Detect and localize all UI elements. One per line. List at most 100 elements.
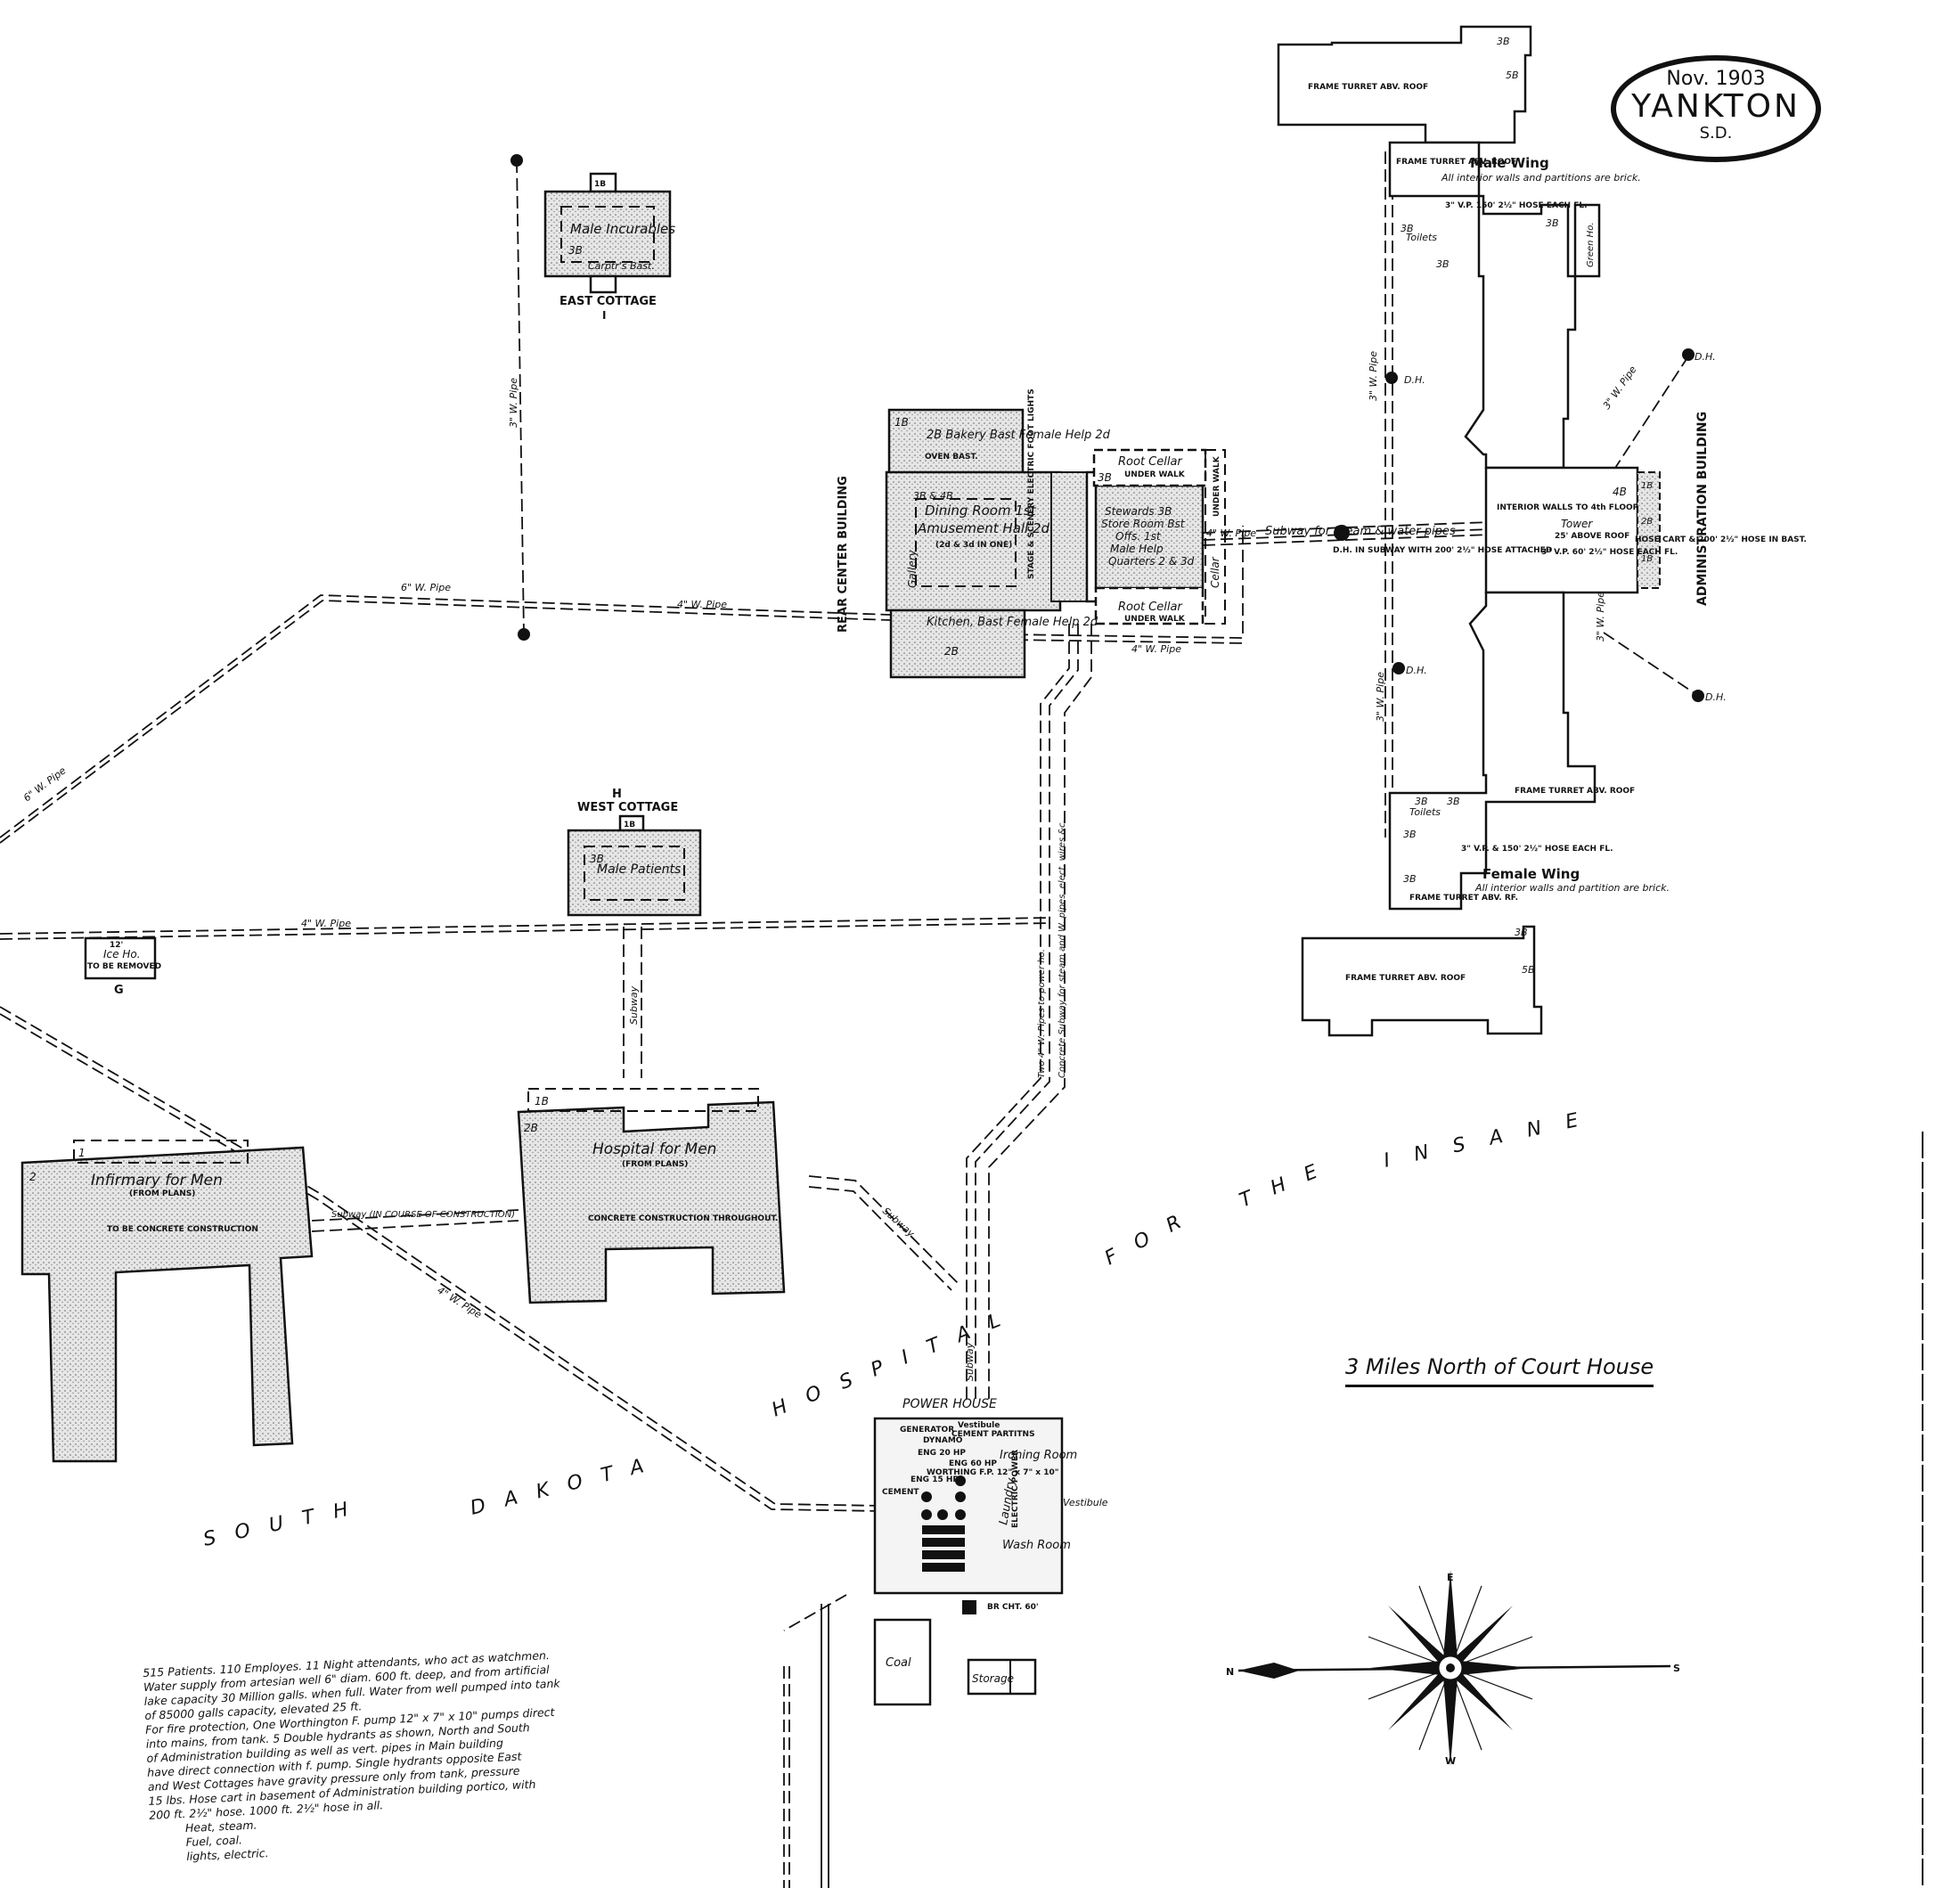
female-wing-toilets: Toilets	[1409, 806, 1441, 818]
label-subway-power: Subway	[964, 1342, 976, 1381]
label-3in-pipe-ne: 3" W. Pipe	[1601, 364, 1639, 411]
hydrant-icon	[510, 154, 523, 167]
west-cottage: H WEST COTTAGE 3B Male Patients 1B	[567, 788, 702, 917]
male-wing-floor-3b-3: 3B	[1546, 217, 1559, 229]
compass-rose: N S E W	[1226, 1570, 1680, 1767]
label-main-subway: Subway for Steam & water pipes	[1265, 525, 1456, 538]
hydrant-in-subway-icon	[1334, 525, 1350, 541]
label-subway-hospital: Subway	[880, 1206, 917, 1240]
west-cottage-porch: 1B	[624, 821, 635, 830]
stewards-line-2: Store Room Bst	[1101, 518, 1186, 530]
portico-note: HOSE CART & 200' 2½" HOSE IN BAST.	[1635, 535, 1807, 544]
infirmary-floors: 2	[29, 1171, 37, 1183]
rear-center-1b: 1B	[894, 416, 909, 429]
hydrant-icon	[1392, 662, 1405, 674]
power-eng-60: ENG 60 HP	[949, 1459, 997, 1468]
admin-tower-note: 25' ABOVE ROOF	[1555, 532, 1629, 541]
stewards-line-3: Offs. 1st	[1115, 530, 1162, 543]
main-building: FRAME TURRET ABV. ROOF 5B 3B FRAME TURRE…	[1277, 25, 1807, 1037]
admin-name: ADMINISTRATION BUILDING	[1695, 412, 1710, 606]
stamp-city: YANKTON	[1631, 88, 1801, 125]
rear-center-stage: STAGE & SCENERY ELECTRIC FOOT LIGHTS	[1027, 388, 1036, 579]
east-cottage-floors: 3B	[568, 244, 583, 257]
rear-center-kitchen-floors: 2B	[944, 645, 959, 658]
hospital-men-wing: 1B	[535, 1095, 549, 1107]
rear-center-amusement-note: (2d & 3d IN ONE)	[935, 541, 1012, 550]
label-concrete-subway: Concrete Subway for steam and W. pipes, …	[1058, 820, 1067, 1078]
portico-1b-bottom: 1B	[1641, 554, 1653, 564]
power-cement-partitions: CEMENT PARTITNS	[951, 1430, 1035, 1439]
east-cottage-use: Male Incurables	[570, 221, 675, 237]
root-cellar-south: Root Cellar	[1118, 601, 1183, 614]
ice-house-note: TO BE REMOVED	[87, 962, 161, 971]
female-wing-floor-3b-1: 3B	[1415, 796, 1428, 807]
label-two-pipes: Two 4" W. Pipes to power ho.	[1037, 949, 1047, 1078]
coal-shed: Coal	[873, 1618, 932, 1706]
stewards-line-1: Stewards 3B	[1105, 505, 1172, 518]
rear-center-gallery: Gallery	[906, 549, 919, 588]
male-wing-hose: 3" V.P. 150' 2½" HOSE EACH FL.	[1445, 200, 1588, 210]
hospital-men-note: (FROM PLANS)	[622, 1160, 688, 1169]
compass-e: E	[1447, 1572, 1454, 1583]
east-cottage-name: EAST COTTAGE	[559, 295, 657, 308]
storage-label: Storage	[972, 1672, 1014, 1685]
compass-n: N	[1226, 1666, 1234, 1678]
title-word-the: THE	[1237, 1153, 1341, 1213]
label-dh-4: D.H.	[1705, 691, 1727, 703]
male-wing-toilets: Toilets	[1406, 232, 1437, 243]
power-ironing: Ironing Room	[1000, 1449, 1077, 1462]
female-wing-floor-5b: 5B	[1522, 964, 1535, 976]
title-word-insane: INSANE	[1382, 1104, 1605, 1172]
storage-shed: Storage	[967, 1658, 1037, 1696]
ice-house: 12' Ice Ho. TO BE REMOVED G	[84, 936, 161, 997]
female-wing-hose: 3" V.P. & 150' 2½" HOSE EACH FL.	[1461, 844, 1613, 854]
stewards-line-5: Quarters 2 & 3d	[1108, 555, 1195, 568]
portico-2b: 2B	[1641, 517, 1653, 527]
female-wing-floor-3b-2: 3B	[1447, 796, 1460, 807]
male-wing-floor-3b-2: 3B	[1436, 258, 1450, 270]
admin-floors: 4B	[1613, 486, 1627, 498]
power-vestibule-east: Vestibule	[1063, 1497, 1108, 1508]
infirmary-wing: 1	[78, 1147, 86, 1159]
stewards-line-4: Male Help	[1110, 543, 1164, 555]
map-stamp: Nov. 1903 YANKTON S.D.	[1611, 55, 1821, 162]
male-wing-frame-turret: FRAME TURRET ABV. ROOF	[1396, 158, 1516, 167]
portico-1b-top: 1B	[1641, 481, 1653, 491]
hospital-for-men: 1B 2B Hospital for Men (FROM PLANS) CONC…	[517, 1088, 786, 1304]
male-wing-floor-3b-ne: 3B	[1497, 36, 1510, 47]
hydrant-icon	[1692, 690, 1704, 702]
power-eng-20: ENG 20 HP	[918, 1449, 966, 1458]
power-wash: Wash Room	[1002, 1539, 1071, 1552]
rear-center-oven: OVEN BAST.	[925, 453, 978, 462]
east-cottage-letter: I	[602, 309, 606, 322]
compass-s: S	[1673, 1663, 1680, 1674]
male-wing-floor-5b: 5B	[1506, 69, 1519, 81]
east-cottage: Male Incurables 3B Carptr's Bast. 1B EAS…	[543, 172, 675, 322]
stamp-date: Nov. 1903	[1666, 68, 1766, 90]
location-note: 3 Miles North of Court House	[1345, 1354, 1654, 1387]
power-electric: ELECTRIC POWER	[1011, 1450, 1020, 1528]
main-subway	[1202, 520, 1515, 534]
power-worthington: WORTHING F.P. 12" x 7" x 10"	[927, 1468, 1058, 1477]
west-cottage-name: WEST COTTAGE	[577, 801, 678, 814]
male-wing-north-turret: FRAME TURRET ABV. ROOF	[1308, 83, 1428, 92]
chimney-label: BR CHT. 60'	[987, 1603, 1039, 1612]
infirmary-for-men: 1 2 Infirmary for Men (FROM PLANS) TO BE…	[20, 1140, 314, 1463]
chimney-icon	[962, 1600, 976, 1614]
label-4in-pipe-rear: 4" W. Pipe	[1131, 643, 1181, 655]
under-walk-north: UNDER WALK	[1124, 470, 1186, 479]
power-eng-15: ENG 15 HP	[911, 1475, 959, 1484]
subway-under-construction	[311, 1209, 519, 1222]
three-inch-pipe-east-cottage	[516, 159, 525, 635]
hydrant-icon	[1682, 348, 1695, 361]
power-dynamo: DYNAMO	[923, 1436, 963, 1445]
subway-hospital	[808, 1175, 959, 1284]
root-cellar-north: Root Cellar	[1118, 455, 1183, 469]
hospital-men-name: Hospital for Men	[592, 1140, 716, 1158]
under-walk-east: UNDER WALK	[1213, 455, 1221, 517]
hydrant-icon	[518, 628, 530, 641]
female-wing-turret-small: FRAME TURRET ABV. RF.	[1409, 894, 1518, 903]
notes-block: 515 Patients. 110 Employes. 11 Night att…	[143, 1646, 614, 1865]
rear-center-bakery: 2B Bakery Bast Female Help 2d	[927, 429, 1111, 442]
